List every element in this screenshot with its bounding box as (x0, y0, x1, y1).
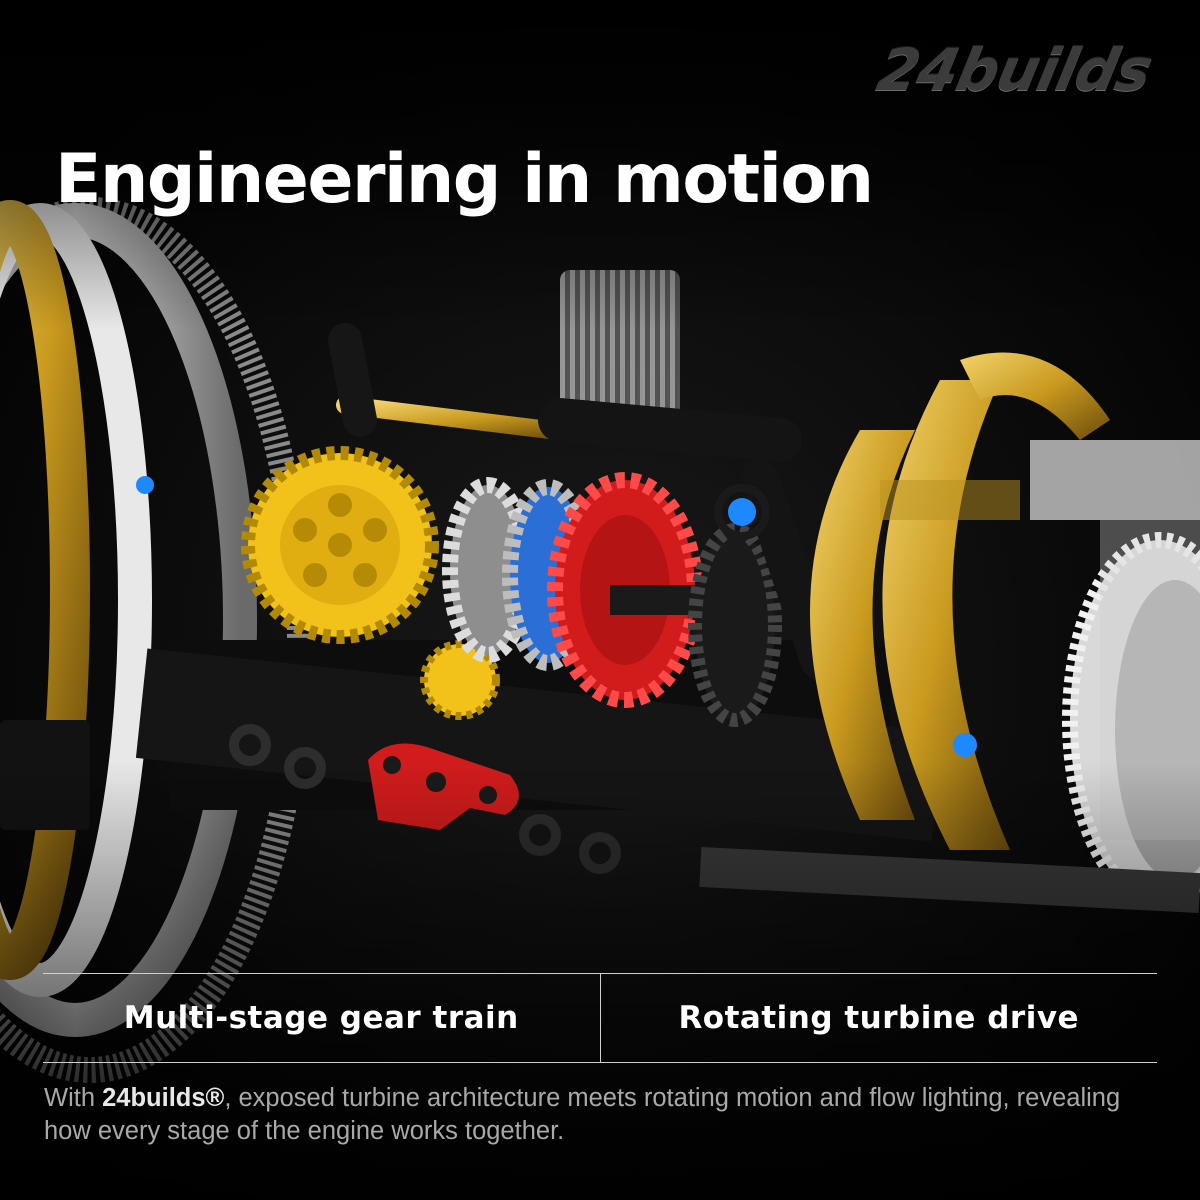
feature-band: Multi-stage gear train Rotating turbine … (43, 973, 1157, 1063)
feature-gear-train: Multi-stage gear train (123, 1000, 519, 1036)
feature-divider (599, 974, 601, 1062)
page-title: Engineering in motion (55, 140, 874, 219)
brand-logo: 24builds (871, 36, 1158, 104)
yellow-gear (241, 446, 500, 720)
caption-prefix: With (44, 1084, 103, 1112)
caption-body: , exposed turbine architecture meets rot… (44, 1084, 1121, 1145)
gold-housing (810, 352, 1110, 850)
caption-brand: 24builds® (102, 1084, 225, 1112)
description-text: With 24builds®, exposed turbine architec… (44, 1082, 1164, 1148)
gold-linkage (328, 323, 840, 680)
feature-turbine-drive: Rotating turbine drive (678, 1000, 1080, 1036)
